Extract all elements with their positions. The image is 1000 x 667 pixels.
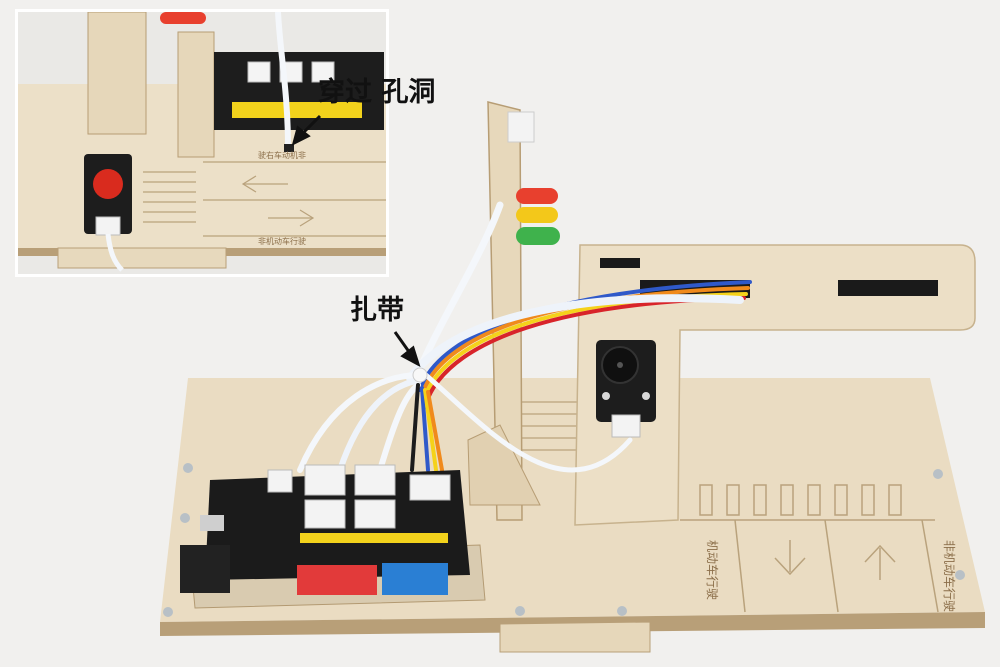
header-red <box>297 565 377 595</box>
callout-cable-tie: 扎带 <box>350 295 404 326</box>
inset-lane-label-bottom: 非机动车行驶 <box>258 236 306 246</box>
lane-label-right: 非机动车行驶 <box>942 540 957 612</box>
led-green <box>516 227 560 245</box>
header-blue <box>382 563 448 595</box>
inset-scene: 驶右车动机非 非机动车行驶 <box>18 12 386 274</box>
header-yellow <box>300 533 448 543</box>
traffic-light-leds <box>516 188 560 245</box>
led-yellow <box>516 207 558 223</box>
led-red <box>516 188 558 204</box>
cable-tie <box>412 367 428 383</box>
inset-lane-label-top: 驶右车动机非 <box>258 150 306 160</box>
road-markings <box>680 484 939 613</box>
buzzer-module <box>596 340 656 438</box>
lane-label-left: 机动车行驶 <box>705 540 720 600</box>
inset-detail-photo: 驶右车动机非 非机动车行驶 <box>15 9 389 277</box>
tie-pointer-arrow <box>393 331 421 368</box>
controller-board <box>180 464 486 609</box>
wire-bundle <box>297 201 752 473</box>
red-button <box>93 169 123 199</box>
callout-through-hole: 穿过 孔洞 <box>318 77 436 108</box>
back-crosswalk <box>520 401 578 451</box>
